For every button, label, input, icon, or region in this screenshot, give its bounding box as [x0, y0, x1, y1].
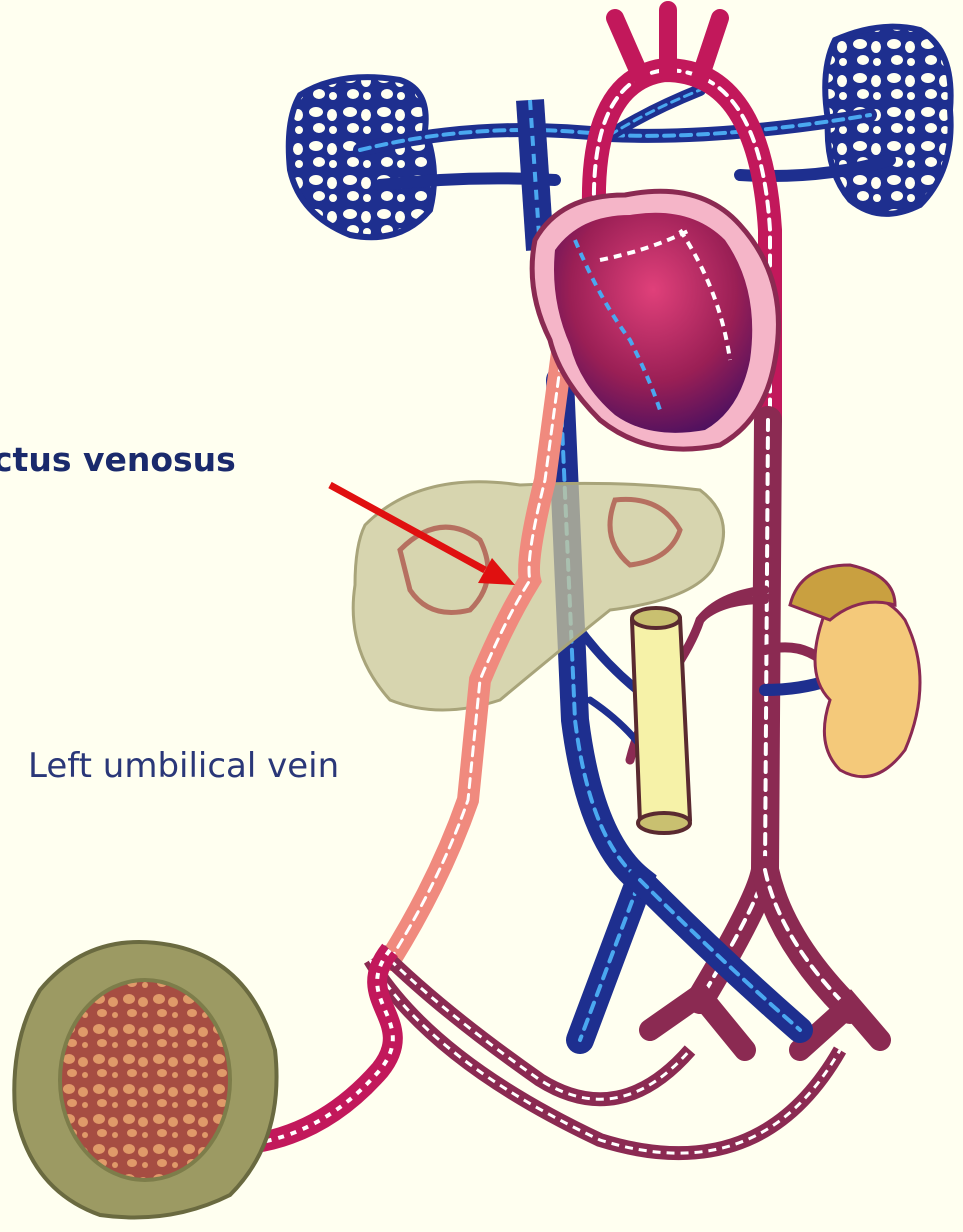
superior-vena-cava: [530, 100, 540, 250]
abdominal-branches: [580, 590, 830, 770]
left-umbilical-vein-label: Left umbilical vein: [28, 746, 339, 786]
kidney: [790, 565, 920, 777]
ductus-venosus-label: ctus venosus: [0, 440, 236, 479]
placenta: [14, 942, 276, 1218]
bowel-segment: [632, 608, 690, 833]
left-lung: [289, 77, 434, 237]
